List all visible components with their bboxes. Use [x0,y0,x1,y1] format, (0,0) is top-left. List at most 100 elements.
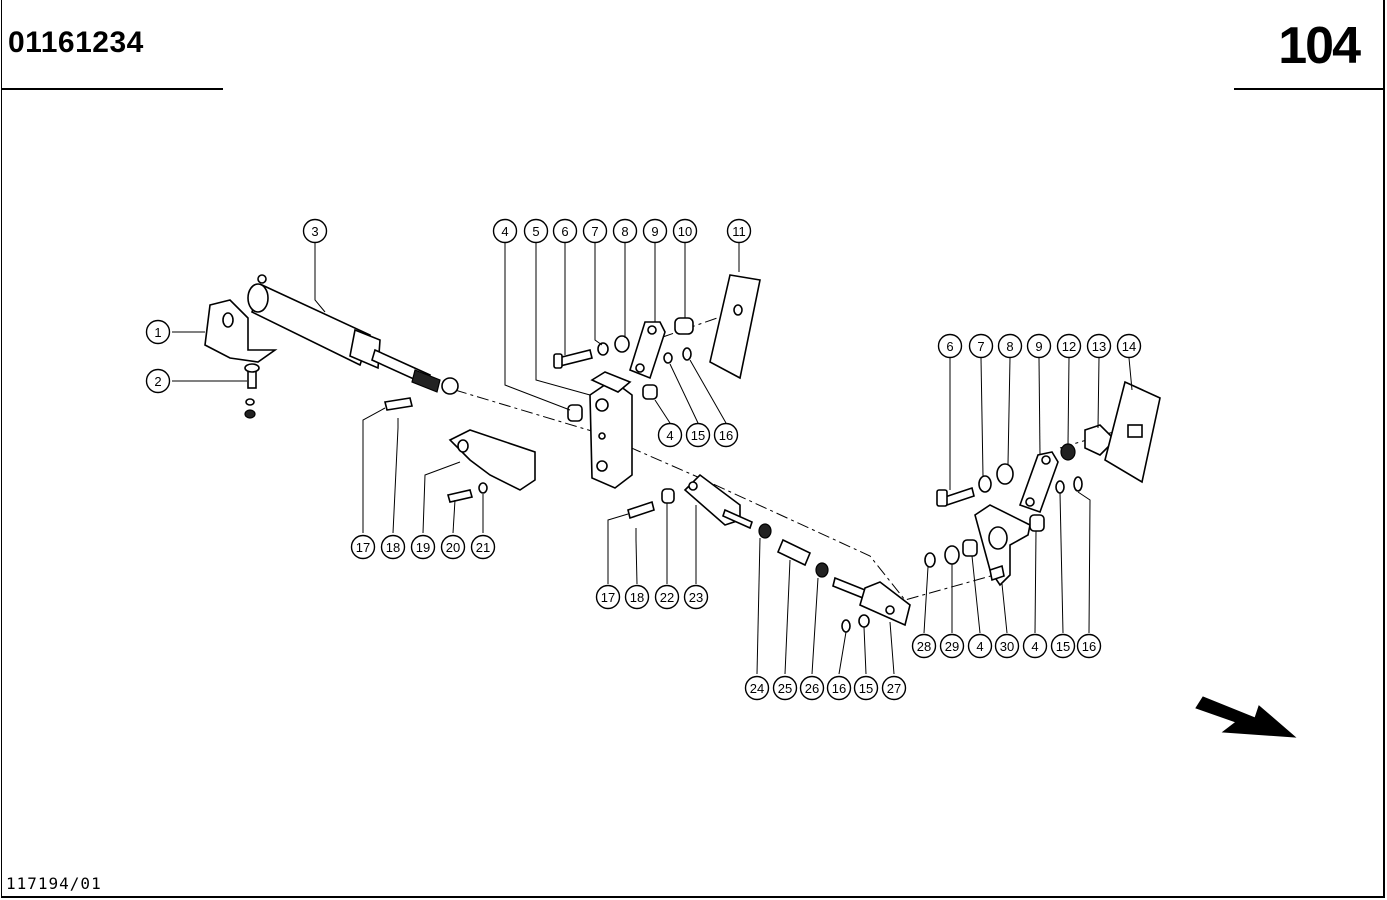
callout-label: 4 [666,428,673,443]
frame-bottom-border [1,896,1385,898]
parts-4-15-16-small-upper [642,347,692,400]
callout-23: 23 [683,584,709,610]
callout-label: 6 [561,224,568,239]
callout-2: 2 [145,368,171,394]
callout-24: 24 [744,675,770,701]
callout-label: 4 [501,224,508,239]
callout-label: 22 [660,590,674,605]
part-20-bolt [446,482,488,503]
callout-circle [726,218,752,244]
callout-circle [967,633,993,659]
callout-label: 9 [1035,339,1042,354]
callout-label: 1 [154,325,161,340]
callout-label: 4 [976,639,983,654]
callout-circle [937,333,963,359]
callout-circle [1050,633,1076,659]
header-rule-right [1234,88,1384,90]
callout-label: 7 [591,224,598,239]
callout-17: 17 [350,534,376,560]
callout-circle [470,534,496,560]
callout-29: 29 [939,633,965,659]
drawing-reference: 117194/01 [6,874,102,893]
callout-circle [624,584,650,610]
callout-label: 12 [1062,339,1076,354]
callout-18: 18 [380,534,406,560]
callout-circle [799,675,825,701]
callout-circle [1116,333,1142,359]
part-6-bolt-right [936,486,975,507]
callout-label: 15 [859,681,873,696]
part-14-plate [1104,380,1161,484]
callout-circle [911,633,937,659]
callout-label: 20 [446,540,460,555]
callout-label: 13 [1092,339,1106,354]
part-17-pin-middle [627,500,655,540]
callout-label: 2 [154,374,161,389]
callout-16: 16 [713,422,739,448]
part-4-sleeve-upper [567,404,583,422]
callout-label: 17 [601,590,615,605]
callout-label: 8 [1006,339,1013,354]
callout-circle [881,675,907,701]
callout-label: 17 [356,540,370,555]
callout-circle [145,368,171,394]
callout-5: 5 [523,218,549,244]
callout-label: 18 [386,540,400,555]
callout-circle [523,218,549,244]
callout-8: 8 [997,333,1023,359]
callout-4: 4 [1022,633,1048,659]
callout-17: 17 [595,584,621,610]
part-5-lever [589,371,633,489]
callout-16: 16 [1076,633,1102,659]
callout-label: 15 [1056,639,1070,654]
parts-16-15-lower [841,614,870,633]
callout-label: 14 [1122,339,1136,354]
part-30-lever [974,504,1031,587]
leader-lines [172,243,1133,675]
callout-circle [642,218,668,244]
callout-circle [1076,633,1102,659]
part-25-sleeve [776,538,812,567]
part-12-nut [1060,443,1076,461]
part-27-rod-end [832,576,911,627]
part-3-cylinder [247,274,459,395]
callout-28: 28 [911,633,937,659]
callout-circle [1056,333,1082,359]
callout-circle [968,333,994,359]
callout-7: 7 [582,218,608,244]
callout-label: 10 [678,224,692,239]
callout-20: 20 [440,534,466,560]
callout-circle [853,675,879,701]
callout-label: 16 [832,681,846,696]
callout-circle [440,534,466,560]
callout-label: 11 [732,224,746,239]
callout-label: 23 [689,590,703,605]
callout-19: 19 [410,534,436,560]
parts-7-8-washers-upper [597,335,630,356]
callout-circle [492,218,518,244]
callout-circle [713,422,739,448]
callout-circle [685,422,711,448]
parts-7-8-washers-right [978,463,1014,493]
header-rule-left [2,88,223,90]
callout-circle [657,422,683,448]
callout-15: 15 [1050,633,1076,659]
callout-circle [744,675,770,701]
callout-25: 25 [772,675,798,701]
callout-label: 16 [1082,639,1096,654]
callout-10: 10 [672,218,698,244]
callout-7: 7 [968,333,994,359]
callout-circle [1022,633,1048,659]
callout-1: 1 [145,319,171,345]
callout-label: 7 [977,339,984,354]
callout-label: 30 [1000,639,1014,654]
callout-13: 13 [1086,333,1112,359]
callout-circle [654,584,680,610]
part-19-bracket [448,429,536,491]
part-23-clevis [683,473,753,530]
callout-4: 4 [967,633,993,659]
part-10-bushing [674,317,694,335]
part-17-pin-left [384,397,413,428]
callout-label: 24 [750,681,764,696]
